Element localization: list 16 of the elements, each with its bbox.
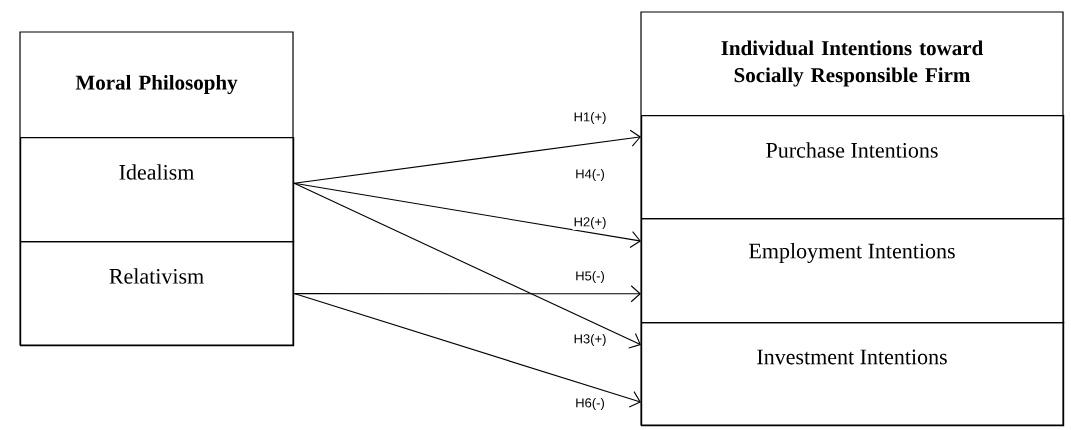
arrow [293, 293, 641, 408]
arrow [293, 285, 641, 303]
edge-label: H3(+) [572, 332, 608, 348]
edge-label: H6(-) [574, 396, 606, 412]
hypothesis-label: H4(-) [576, 168, 604, 182]
arrow [293, 129, 641, 184]
edge-label: H1(+) [572, 110, 608, 126]
arrow [293, 182, 641, 248]
cell: Relativism [20, 241, 295, 347]
cell: Employment Intentions [641, 218, 1065, 324]
edge-label: H2(+) [572, 215, 608, 231]
edge-label: H5(-) [574, 269, 606, 285]
arrow [293, 182, 641, 349]
cell: Investment Intentions [641, 322, 1065, 427]
cell: Purchase Intentions [641, 115, 1065, 220]
cell: Idealism [20, 137, 295, 243]
